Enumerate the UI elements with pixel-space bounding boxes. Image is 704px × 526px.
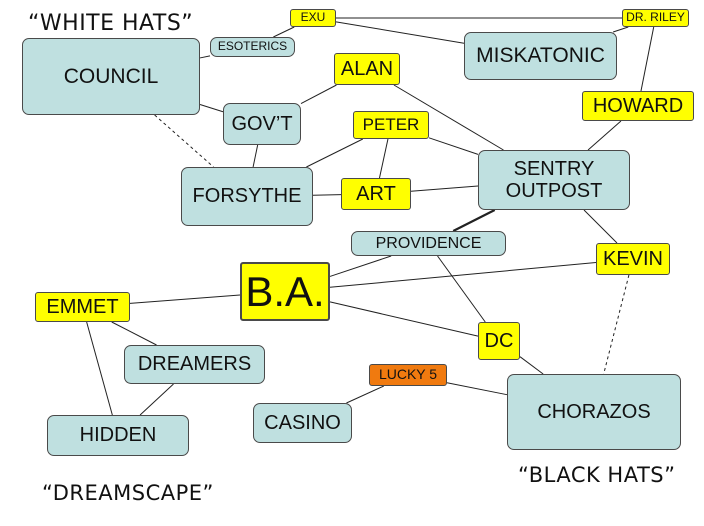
node-casino: CASINO	[253, 403, 352, 443]
node-howard: HOWARD	[582, 91, 694, 121]
edge-peter-sentry-outpost	[428, 137, 479, 155]
edge-exu-miskatonic	[335, 21, 465, 44]
edge-ba-dc	[329, 301, 479, 337]
edge-council-forsythe	[154, 114, 214, 168]
edge-esoterics-council	[199, 55, 211, 59]
edge-peter-art	[378, 138, 389, 179]
group-label-black-hats: “BLACK HATS”	[518, 463, 676, 487]
node-alan: ALAN	[334, 53, 400, 85]
node-kevin: KEVIN	[596, 243, 670, 275]
node-dreamers: DREAMERS	[124, 345, 265, 384]
node-council: COUNCIL	[22, 38, 200, 115]
node-emmet: EMMET	[35, 292, 130, 322]
node-miskatonic: MISKATONIC	[464, 32, 617, 80]
node-chorazos: CHORAZOS	[507, 374, 681, 450]
node-forsythe: FORSYTHE	[181, 167, 313, 226]
edge-providence-dc	[437, 255, 486, 323]
node-sentry-outpost: SENTRY OUTPOST	[478, 150, 630, 210]
node-art: ART	[341, 178, 411, 210]
edge-lucky5-chorazos	[446, 382, 508, 396]
group-label-dreamscape: “DREAMSCAPE”	[42, 481, 214, 505]
node-providence: PROVIDENCE	[351, 231, 506, 256]
edge-art-sentry-outpost	[410, 185, 479, 192]
edge-dc-chorazos	[519, 356, 544, 375]
edge-emmet-hidden	[86, 321, 113, 416]
edge-alan-sentry-outpost	[393, 84, 504, 151]
edge-govt-alan	[300, 84, 337, 105]
edge-dr-riley-howard	[640, 26, 655, 92]
node-peter: PETER	[353, 111, 429, 139]
node-govt: GOV’T	[223, 103, 301, 145]
node-dr-riley: DR. RILEY	[622, 9, 689, 27]
edge-kevin-ba	[329, 261, 597, 288]
edge-emmet-dreamers	[111, 321, 157, 346]
edge-exu-esoterics	[273, 26, 295, 38]
node-lucky-5: LUCKY 5	[369, 364, 447, 386]
node-exu: EXU	[290, 9, 336, 27]
group-label-white-hats: “WHITE HATS”	[28, 11, 194, 36]
node-hidden: HIDDEN	[47, 415, 189, 456]
edge-council-govt	[199, 104, 224, 113]
edge-kevin-chorazos	[603, 274, 630, 375]
node-esoterics: ESOTERICS	[210, 37, 295, 57]
edge-howard-sentry-outpost	[587, 120, 622, 151]
edge-dr-riley-miskatonic	[612, 26, 629, 33]
node-ba: B.A.	[240, 262, 330, 321]
edge-ba-emmet	[129, 294, 241, 304]
edge-forsythe-art	[312, 194, 342, 196]
edge-lucky5-casino	[346, 385, 385, 404]
edge-dreamers-hidden	[139, 383, 174, 416]
edge-peter-forsythe	[306, 138, 364, 168]
edge-sentry-outpost-providence	[452, 209, 496, 232]
node-dc: DC	[478, 322, 520, 360]
edge-govt-forsythe	[252, 144, 259, 168]
edge-sentry-outpost-kevin	[583, 209, 618, 244]
edge-providence-ba	[329, 255, 392, 277]
